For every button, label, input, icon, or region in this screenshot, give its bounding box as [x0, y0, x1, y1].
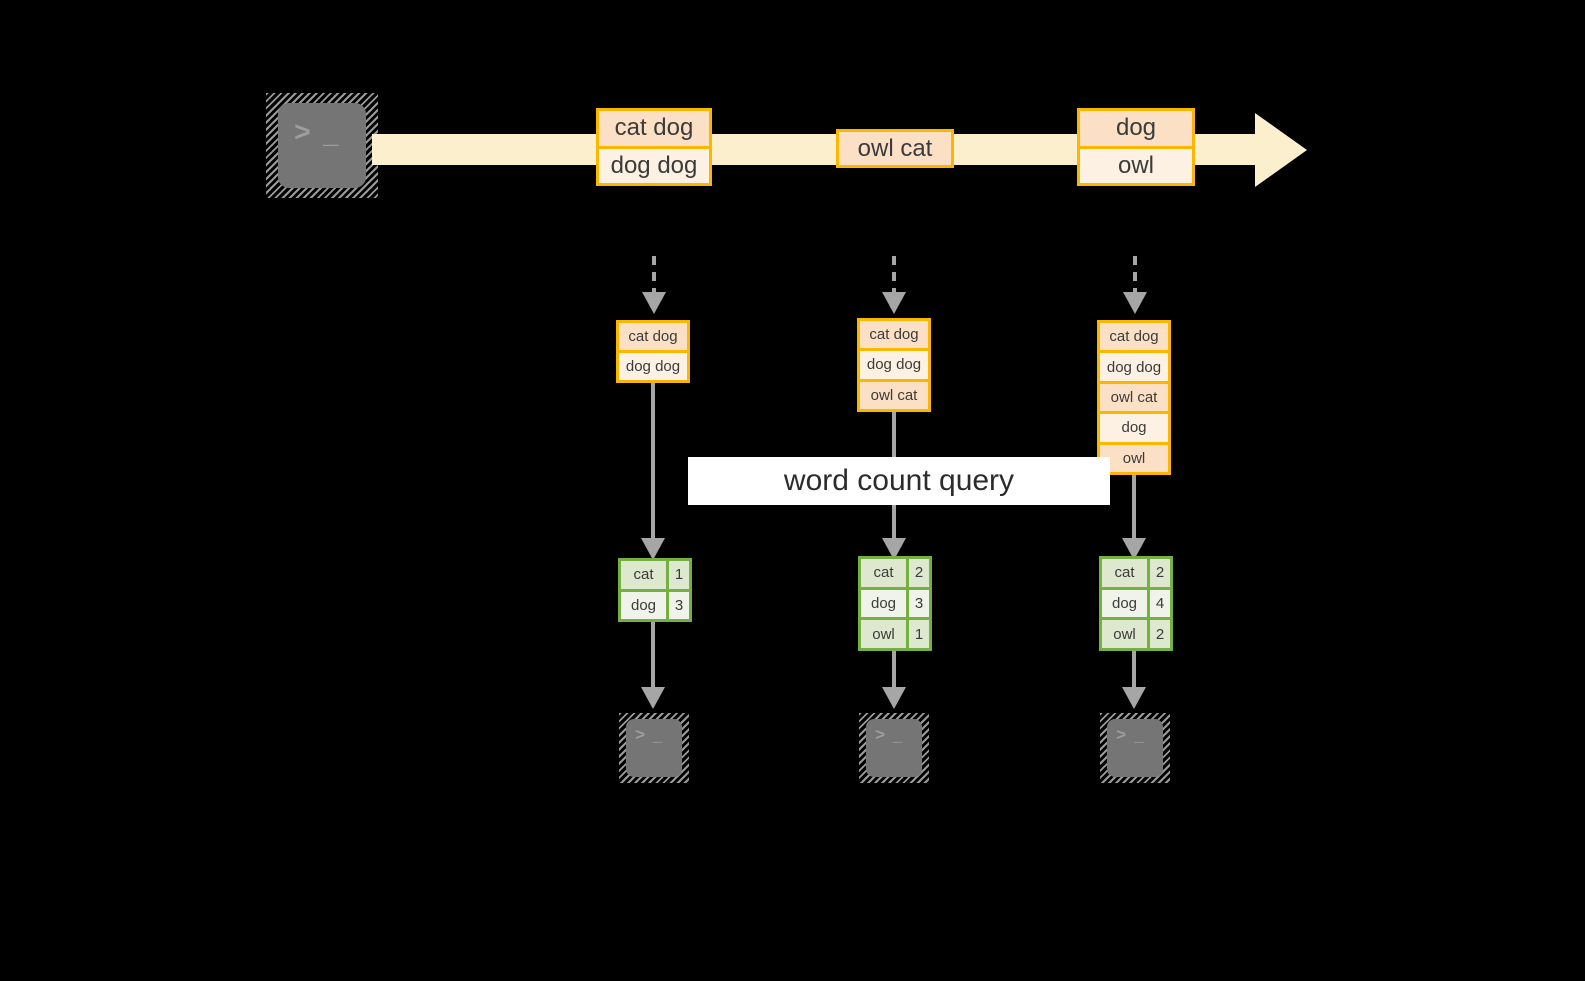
- snapshot-line: dog dog: [619, 350, 687, 380]
- stream-record-3: dog owl: [1077, 108, 1195, 186]
- snapshot-line: cat dog: [860, 321, 928, 349]
- snapshot-line: cat dog: [619, 323, 687, 350]
- table-row: dog 3: [861, 586, 929, 618]
- terminal-cursor: _: [893, 728, 903, 746]
- stream-record-2: owl cat: [836, 129, 954, 168]
- terminal-prompt-chevron: >: [1116, 727, 1127, 746]
- snapshot-line: owl: [1100, 441, 1168, 473]
- result-word: dog: [1102, 589, 1147, 618]
- snapshot-1: cat dog dog dog: [616, 320, 690, 383]
- result-to-sink-connector-2: [892, 651, 896, 689]
- record-line: owl cat: [839, 132, 951, 165]
- snapshot-line: dog dog: [1100, 350, 1168, 381]
- result-to-sink-arrowhead-1: [641, 687, 665, 709]
- result-word: owl: [1102, 620, 1147, 649]
- stream-to-snapshot-arrowhead-2: [882, 292, 906, 314]
- query-banner: word count query: [688, 457, 1110, 505]
- snapshot-2: cat dog dog dog owl cat: [857, 318, 931, 412]
- record-line: dog: [1080, 111, 1192, 146]
- sink-terminal-icon-1: > _: [619, 713, 689, 783]
- event-stream-arrowhead: [1255, 113, 1307, 187]
- sink-terminal-icon-2: > _: [859, 713, 929, 783]
- snapshot-to-result-arrowhead-1: [641, 538, 665, 560]
- record-line: owl: [1080, 145, 1192, 183]
- table-row: dog 3: [621, 588, 689, 619]
- snapshot-line: cat dog: [1100, 323, 1168, 351]
- snapshot-line: owl cat: [860, 378, 928, 409]
- table-row: owl 1: [861, 617, 929, 649]
- terminal-cursor: _: [1134, 728, 1144, 746]
- result-count: 3: [906, 589, 929, 618]
- snapshot-to-result-connector-1: [651, 383, 655, 540]
- result-table-3: cat 2 dog 4 owl 2: [1099, 556, 1173, 651]
- table-row: dog 4: [1102, 586, 1170, 618]
- stream-to-snapshot-arrowhead-3: [1123, 292, 1147, 314]
- sink-terminal-icon-3: > _: [1100, 713, 1170, 783]
- terminal-cursor: _: [653, 728, 663, 746]
- result-word: dog: [621, 591, 666, 619]
- result-count: 2: [1147, 620, 1170, 649]
- terminal-screen: [866, 719, 922, 777]
- stream-to-snapshot-connector-3: [1133, 256, 1137, 294]
- snapshot-to-result-connector-3: [1132, 475, 1136, 540]
- result-count: 2: [906, 559, 929, 587]
- result-to-sink-connector-1: [651, 622, 655, 689]
- result-table-1: cat 1 dog 3: [618, 558, 692, 622]
- terminal-cursor: _: [323, 121, 339, 151]
- result-table-2: cat 2 dog 3 owl 1: [858, 556, 932, 651]
- stream-to-snapshot-arrowhead-1: [642, 292, 666, 314]
- result-count: 1: [666, 561, 689, 589]
- query-banner-label: word count query: [783, 464, 1015, 497]
- snapshot-line: dog dog: [860, 348, 928, 379]
- source-terminal-icon: > _: [266, 93, 378, 198]
- snapshot-line: dog: [1100, 411, 1168, 442]
- terminal-screen: [626, 719, 682, 777]
- result-to-sink-arrowhead-3: [1122, 687, 1146, 709]
- table-row: cat 2: [861, 559, 929, 587]
- result-to-sink-connector-3: [1132, 651, 1136, 689]
- result-count: 4: [1147, 589, 1170, 618]
- result-to-sink-arrowhead-2: [882, 687, 906, 709]
- stream-to-snapshot-connector-2: [892, 256, 896, 294]
- table-row: owl 2: [1102, 617, 1170, 649]
- terminal-screen: [278, 103, 366, 188]
- result-word: owl: [861, 620, 906, 649]
- snapshot-line: owl cat: [1100, 380, 1168, 412]
- terminal-prompt-chevron: >: [294, 119, 311, 150]
- result-count: 1: [906, 620, 929, 649]
- result-word: cat: [861, 559, 906, 587]
- table-row: cat 2: [1102, 559, 1170, 587]
- table-row: cat 1: [621, 561, 689, 589]
- stream-to-snapshot-connector-1: [652, 256, 656, 294]
- result-count: 2: [1147, 559, 1170, 587]
- snapshot-3: cat dog dog dog owl cat dog owl: [1097, 320, 1171, 475]
- snapshot-to-result-arrowhead-2: [882, 538, 906, 560]
- result-count: 3: [666, 591, 689, 619]
- result-word: dog: [861, 589, 906, 618]
- terminal-prompt-chevron: >: [635, 727, 646, 746]
- terminal-screen: [1107, 719, 1163, 777]
- record-line: dog dog: [599, 145, 709, 183]
- result-word: cat: [621, 561, 666, 589]
- snapshot-to-result-arrowhead-3: [1122, 538, 1146, 560]
- terminal-prompt-chevron: >: [875, 727, 886, 746]
- result-word: cat: [1102, 559, 1147, 587]
- record-line: cat dog: [599, 111, 709, 146]
- stream-record-1: cat dog dog dog: [596, 108, 712, 186]
